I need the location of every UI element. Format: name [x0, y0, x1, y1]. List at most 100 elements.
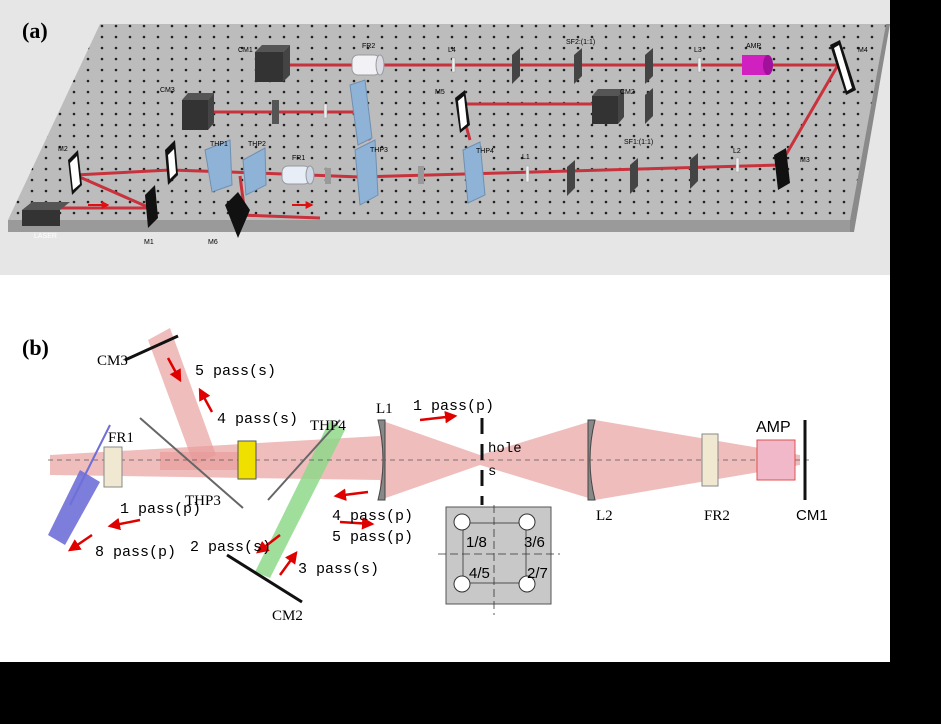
sf1-plate-1 — [567, 160, 575, 196]
plate-thp2 — [242, 147, 267, 196]
pass-1p-top-label: 1 pass(p) — [413, 398, 494, 415]
blue-beam — [48, 470, 100, 545]
m4-label: M4 — [858, 47, 868, 54]
lens-l3 — [697, 57, 702, 73]
hole-plate-inset — [438, 505, 560, 615]
rotator-fr1 — [103, 446, 123, 488]
l3-label: L3 — [694, 47, 702, 54]
plate-thp3 — [354, 139, 379, 206]
sf2-label: SF2:(1:1) — [566, 39, 595, 46]
sf2-plate-2 — [574, 48, 582, 84]
cm2-label: CM2 — [620, 89, 635, 96]
pass-1p-label: 1 pass(p) — [120, 501, 201, 518]
l1-label: L1 — [376, 401, 393, 417]
m6-label: M6 — [208, 239, 218, 246]
sf-upper-plate — [645, 88, 653, 124]
hole-tl-label: 1/8 — [466, 534, 487, 551]
lens-cm3-path — [323, 103, 328, 119]
m5-label: M5 — [435, 89, 445, 96]
amplifier — [742, 55, 773, 75]
plate-thp4 — [462, 141, 486, 204]
mirror-cm2 — [592, 89, 624, 124]
mirror-m5 — [455, 90, 470, 133]
plate-thp1 — [204, 139, 233, 193]
amp-label: AMP — [756, 419, 791, 436]
thp2-label: THP2 — [248, 141, 266, 148]
sf2-plate-3 — [645, 48, 653, 84]
hole-label: hole — [488, 441, 522, 457]
lens-l2 — [587, 419, 596, 501]
panel-a-label: (a) — [22, 18, 48, 43]
sf1-plate-3 — [690, 153, 698, 189]
pass-5p-label: 5 pass(p) — [332, 529, 413, 546]
waveplate — [237, 440, 257, 480]
cm1-label: CM1 — [238, 47, 253, 54]
pass-3s-label: 3 pass(s) — [298, 561, 379, 578]
plate-thp3-upper — [349, 79, 373, 146]
thp4-label: THP4 — [310, 418, 346, 434]
l2-label: L2 — [596, 508, 613, 524]
panel-a: (a) LASER — [0, 0, 890, 275]
element-after-thp3 — [418, 166, 424, 184]
lens-l1 — [525, 165, 530, 183]
mirror-m4 — [830, 40, 856, 95]
fr2-label: FR2 — [362, 43, 375, 50]
optical-table-holes — [8, 24, 886, 220]
mirror-cm2 — [226, 553, 303, 604]
thp3-label: THP3 — [370, 147, 388, 154]
s-label: s — [488, 464, 496, 480]
cm2-label: CM2 — [272, 608, 303, 624]
fr1-label: FR1 — [108, 430, 134, 446]
thp1-label: THP1 — [210, 141, 228, 148]
m3-label: M3 — [800, 157, 810, 164]
lens-l2 — [735, 157, 740, 173]
cm3-label: CM3 — [97, 353, 128, 369]
sf1-plate-2 — [630, 158, 638, 194]
plate-thp4 — [267, 419, 341, 501]
pass-8p-label: 8 pass(p) — [95, 544, 176, 561]
polarizer-line — [69, 424, 111, 506]
m1-label: M1 — [144, 239, 154, 246]
sf2-plate-1 — [512, 48, 520, 84]
cm1-label: CM1 — [796, 507, 828, 524]
pass-2s-label: 2 pass(s) — [190, 539, 271, 556]
lens-l4 — [451, 57, 456, 73]
mirror-cm3 — [124, 334, 179, 362]
optical-table-side — [850, 24, 890, 232]
laser-source — [22, 202, 70, 226]
lens-l1 — [377, 419, 386, 501]
panel-b-label: (b) — [22, 335, 49, 360]
rotator-fr2 — [351, 54, 385, 76]
optical-table-front — [8, 220, 850, 232]
mirror-cm3 — [182, 93, 214, 130]
sf1-label: SF1:(1:1) — [624, 139, 653, 146]
plate-thp3 — [139, 417, 244, 509]
element-after-fr1 — [325, 168, 331, 184]
amp-label: AMP — [746, 43, 762, 50]
mirror-m6 — [225, 192, 250, 238]
rotator-fr2 — [701, 433, 719, 487]
hole-bl-label: 4/5 — [469, 565, 490, 582]
hole-tr-label: 3/6 — [524, 534, 545, 551]
mirror-m1 — [145, 185, 158, 228]
pass-4s-label: 4 pass(s) — [217, 411, 298, 428]
rotator-fr1 — [281, 165, 315, 185]
element-cm3-path — [272, 100, 279, 124]
laser-label: LASER — [34, 233, 57, 240]
cm3-label: CM3 — [160, 87, 175, 94]
fr2-label: FR2 — [704, 508, 730, 524]
hole-br-label: 2/7 — [527, 565, 548, 582]
mirror-m3 — [774, 148, 790, 190]
pass-arrows — [67, 357, 458, 576]
l2-label: L2 — [733, 148, 741, 155]
l4-label: L4 — [448, 47, 456, 54]
mirror-cm1 — [255, 45, 290, 82]
panel-b: (b) CM3 FR1 THP3 THP4 L1 CM — [22, 328, 828, 624]
m2-label: M2 — [58, 146, 68, 153]
pass-4p-label: 4 pass(p) — [332, 508, 413, 525]
aperture-1 — [165, 140, 178, 185]
amplifier — [756, 439, 796, 481]
thp3-label: THP3 — [185, 493, 221, 509]
